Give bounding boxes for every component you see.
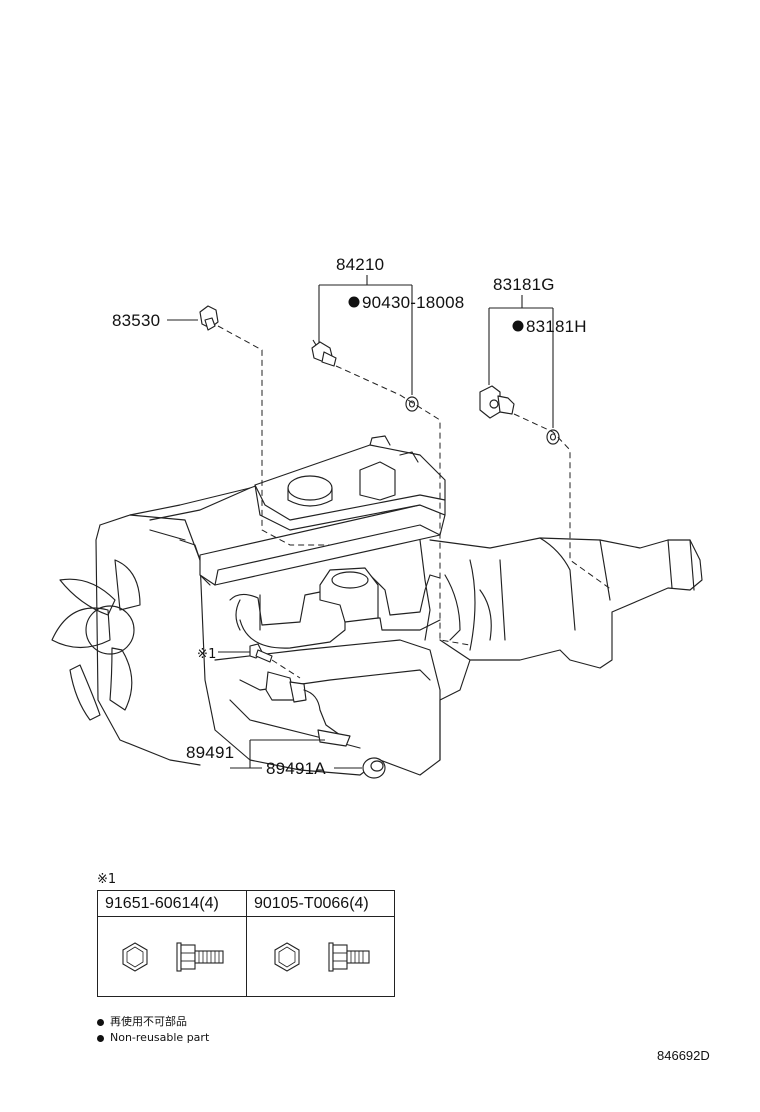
gasket-icon [405, 396, 419, 412]
part-label-84210[interactable]: 84210 [336, 255, 384, 274]
legend-text-jp: 再使用不可部品 [110, 1015, 187, 1028]
bolt-icon [249, 643, 273, 663]
hex-head-icon [122, 942, 148, 972]
non-reusable-dot-icon [348, 296, 360, 308]
part-84210-group: 84210 90430-18008 [311, 255, 471, 646]
flange-bolt-side-icon [176, 942, 224, 972]
gasket-icon [546, 429, 560, 445]
plug-cap-icon [362, 757, 386, 779]
legend-row-jp: 再使用不可部品 [97, 1014, 209, 1030]
bolt-table-header-1[interactable]: 91651-60614(4) [98, 891, 247, 917]
part-label-89491a[interactable]: 89491A [266, 759, 326, 778]
part-89491-group: ※1 89491 89491A [186, 643, 386, 779]
flange-bolt-side-icon [328, 942, 370, 972]
part-label-83181g[interactable]: 83181G [493, 275, 555, 294]
part-label-83181h[interactable]: 83181H [526, 317, 587, 336]
bolt-table-cell-1 [98, 917, 247, 997]
legend-row-en: Non-reusable part [97, 1030, 209, 1046]
engine-assembly [51, 435, 703, 776]
drawing-id: 846692D [657, 1048, 710, 1063]
part-83530-group: 83530 [112, 305, 330, 546]
non-reusable-dot-icon [97, 1018, 104, 1026]
bolt-table-cell-2 [247, 917, 395, 997]
part-83181g-group: 83181G 83181H [479, 275, 613, 591]
temperature-switch-icon [479, 385, 515, 419]
bolt-table: 91651-60614(4) 90105-T0066(4) [97, 890, 395, 997]
legend: 再使用不可部品 Non-reusable part [97, 1014, 209, 1046]
non-reusable-dot-icon [97, 1034, 104, 1042]
non-reusable-dot-icon [512, 320, 524, 332]
ref-mark-label: ※1 [197, 647, 217, 662]
part-label-83530[interactable]: 83530 [112, 311, 160, 330]
table-ref-mark: ※1 [97, 872, 117, 887]
legend-text-en: Non-reusable part [110, 1031, 210, 1044]
part-label-89491[interactable]: 89491 [186, 743, 234, 762]
knock-sensor-icon [265, 671, 351, 747]
bolt-table-header-2[interactable]: 90105-T0066(4) [247, 891, 395, 917]
hex-head-icon [274, 942, 300, 972]
oil-pressure-switch-icon [311, 339, 337, 367]
sender-unit-icon [199, 305, 219, 331]
part-label-90430-18008[interactable]: 90430-18008 [362, 293, 464, 312]
